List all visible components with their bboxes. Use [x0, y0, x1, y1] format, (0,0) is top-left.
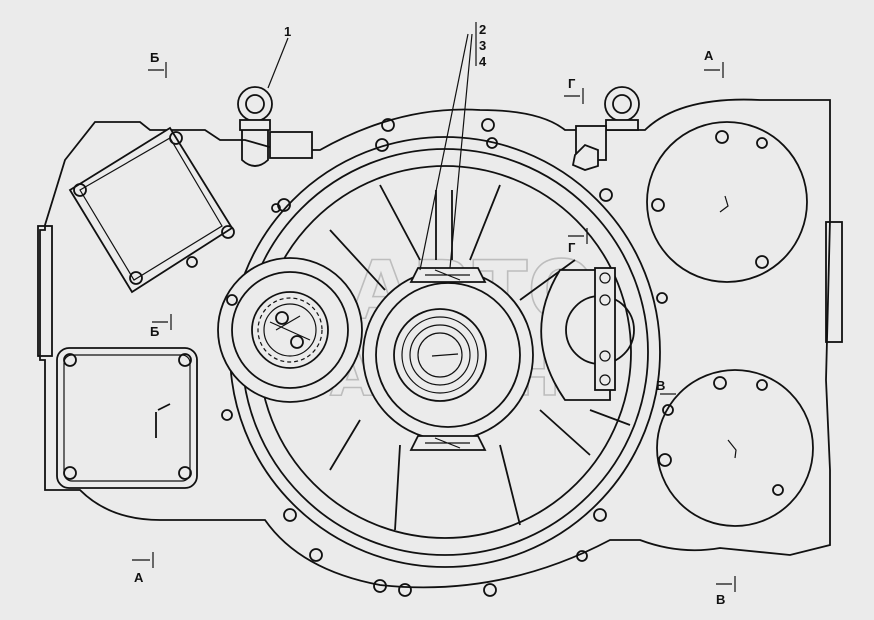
bolt	[169, 131, 183, 145]
section-label-a-top: А	[704, 48, 714, 63]
bolt	[756, 379, 768, 391]
bolt	[178, 353, 192, 367]
callout-3: 3	[479, 38, 486, 53]
upper-left-cover	[68, 126, 235, 294]
callout-2: 2	[479, 22, 486, 37]
bolt	[715, 130, 729, 144]
locking-plate	[594, 267, 616, 391]
lifting-eye-right	[571, 86, 640, 171]
callout-leaders	[267, 22, 477, 271]
bolt	[178, 466, 192, 480]
section-label-a-bottom: А	[134, 570, 144, 585]
section-label-v-bottom: В	[716, 592, 725, 607]
bolt	[63, 466, 77, 480]
section-label-v-right: В	[656, 378, 665, 393]
left-lug	[37, 225, 53, 357]
right-shaft-bracket	[540, 267, 635, 401]
rim-bolts	[186, 118, 674, 597]
lifting-eye-left	[237, 86, 313, 167]
bolt	[129, 271, 143, 285]
bolt	[63, 353, 77, 367]
bolt	[221, 225, 235, 239]
section-label-g-top: Г	[568, 76, 576, 91]
section-markers	[132, 62, 736, 592]
lower-left-cover	[56, 347, 198, 489]
section-label-g-mid: Г	[568, 240, 576, 255]
section-label-b-left: Б	[150, 324, 159, 339]
callout-4: 4	[479, 54, 487, 69]
bolt	[772, 484, 784, 496]
section-label-b-top: Б	[150, 50, 159, 65]
right-lug	[825, 221, 843, 343]
callout-1: 1	[284, 24, 291, 39]
bolt	[73, 183, 87, 197]
bolt	[755, 255, 769, 269]
right-lower-cover	[656, 369, 814, 527]
right-upper-cover	[646, 121, 808, 283]
bolt	[713, 376, 727, 390]
left-bearing	[217, 257, 363, 403]
bolt	[756, 137, 768, 149]
bolt	[658, 453, 672, 467]
bolt	[651, 198, 665, 212]
